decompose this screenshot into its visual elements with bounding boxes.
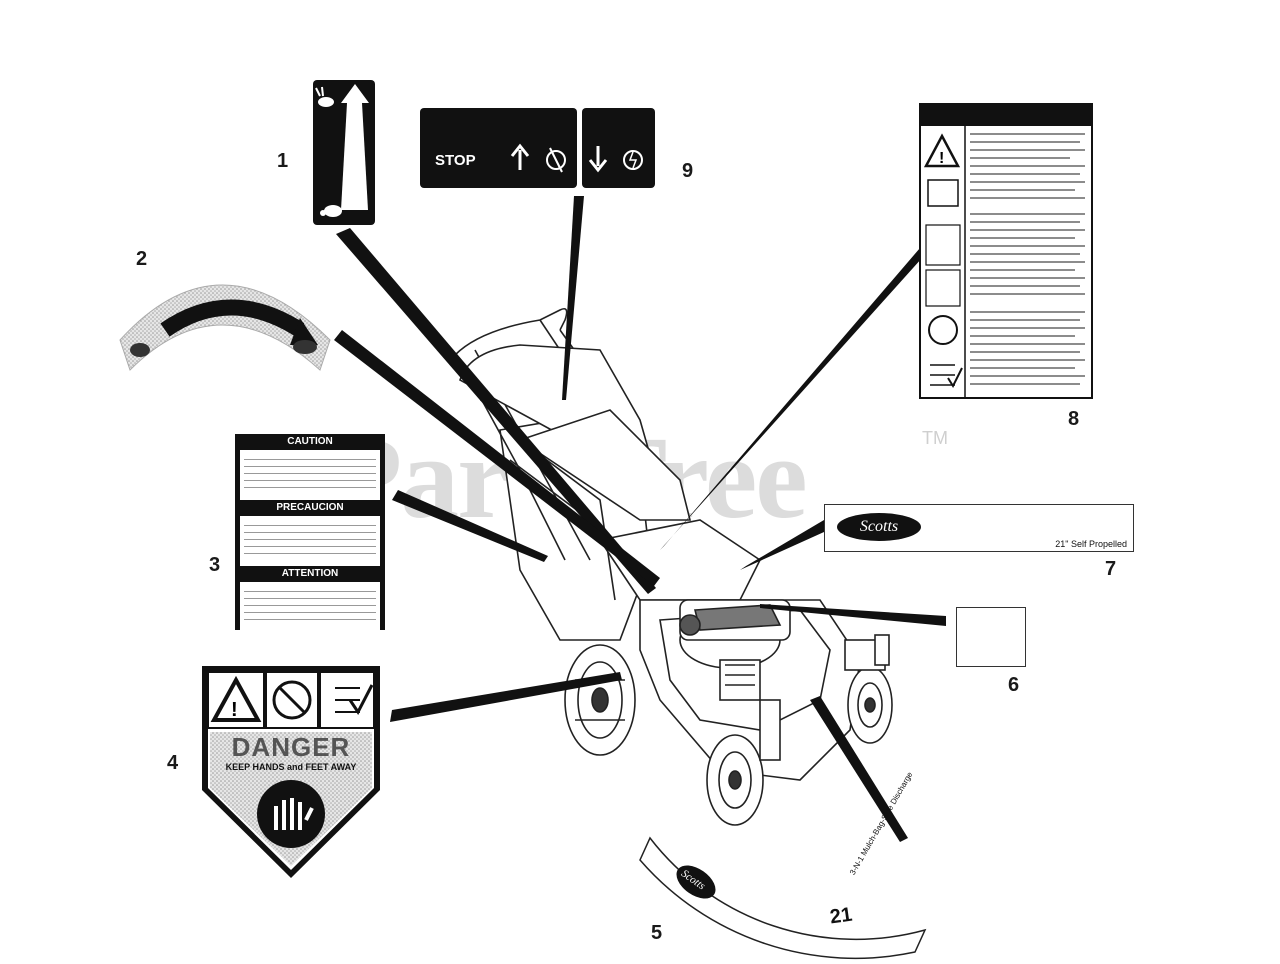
lawn-mower-drawing	[454, 307, 893, 826]
speed-control-decal	[313, 80, 375, 225]
danger-heading: DANGER	[231, 732, 351, 762]
manual-icon	[335, 687, 360, 713]
callout-7: 7	[1105, 558, 1117, 580]
leader-lines	[334, 196, 946, 842]
svg-text:!: !	[231, 699, 238, 721]
danger-decal: !	[202, 666, 380, 878]
rabbit-icon	[315, 86, 334, 107]
scotts-logo	[676, 865, 716, 899]
callout-9: 9	[682, 160, 694, 182]
svg-text:!: !	[939, 150, 944, 167]
warning-icon	[210, 675, 262, 722]
caution-decal: CAUTION PRECAUCION ATTENTION	[235, 434, 385, 634]
callout-2: 2	[136, 248, 148, 270]
callout-1: 1	[277, 150, 289, 172]
callout-8: 8	[1068, 408, 1080, 430]
model-plate-decal: Scotts 21" Self Propelled	[824, 504, 1134, 552]
blank-decal	[956, 607, 1026, 667]
arrow-down-icon	[588, 146, 608, 173]
model-text: 21" Self Propelled	[1055, 539, 1127, 549]
deck-arc-decal	[639, 836, 927, 960]
scotts-logo: Scotts	[837, 513, 921, 541]
choke-off-icon	[546, 147, 566, 173]
no-hands-icon	[272, 680, 312, 720]
callout-4: 4	[167, 752, 179, 774]
arrow-up-icon	[510, 143, 530, 170]
caution-heading: CAUTION	[287, 436, 333, 447]
safety-instruction-decal: !	[919, 103, 1093, 399]
stop-label: STOP	[435, 152, 476, 169]
callout-5: 5	[651, 922, 663, 944]
attention-heading: ATTENTION	[281, 568, 339, 579]
precaucion-heading: PRECAUCION	[276, 502, 344, 513]
rabbit-icon	[130, 343, 150, 357]
callout-3: 3	[209, 554, 221, 576]
choke-on-icon	[623, 150, 643, 170]
deck-size-text: 21	[828, 903, 854, 929]
keep-away-text: KEEP HANDS and FEET AWAY	[225, 762, 357, 772]
turtle-icon	[320, 205, 342, 217]
speed-arc-decal	[119, 284, 331, 371]
trademark-mark: TM	[922, 428, 948, 448]
turtle-icon	[293, 340, 317, 354]
engine-control-decal	[420, 108, 655, 188]
callout-6: 6	[1008, 674, 1020, 696]
